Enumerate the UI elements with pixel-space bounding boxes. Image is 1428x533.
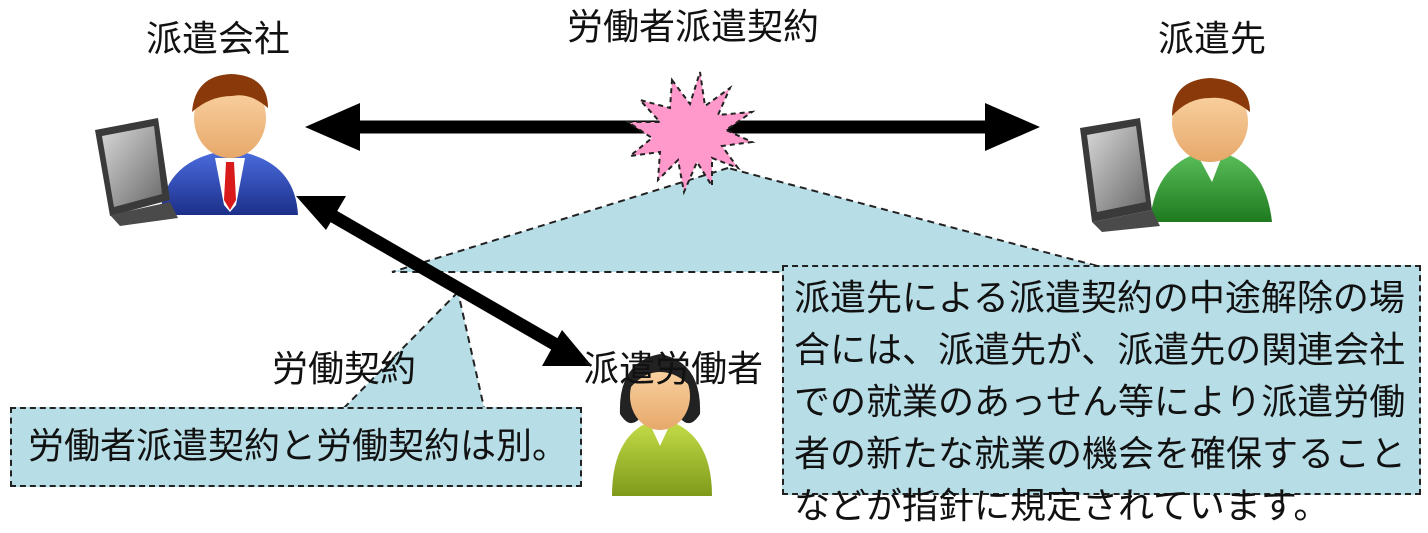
company-person-icon: [95, 74, 298, 226]
note-right-line: などが指針に規定されています。: [794, 486, 1330, 527]
label-dispatch-company: 派遣会社: [146, 19, 291, 60]
note-right-line: 者の新たな就業の機会を確保すること: [794, 434, 1407, 475]
label-dispatch-client: 派遣先: [1158, 19, 1267, 60]
label-worker-dispatch-contract: 労働者派遣契約: [567, 7, 820, 48]
note-right-guideline: 派遣先による派遣契約の中途解除の場 合には、派遣先が、派遣先の関連会社 での就業…: [782, 265, 1421, 527]
right-callout-tail: [391, 166, 1121, 273]
labor-contract-double-arrow: [296, 196, 592, 366]
label-labor-contract: 労働契約: [272, 349, 417, 390]
client-person-icon: [1080, 78, 1272, 232]
note-left-separate-contracts: 労働者派遣契約と労働契約は別。: [10, 407, 582, 487]
note-right-line: 派遣先による派遣契約の中途解除の場: [794, 278, 1405, 319]
worker-person-icon: [612, 354, 712, 496]
label-dispatched-worker: 派遣労働者: [583, 349, 764, 390]
note-right-line: 合には、派遣先が、派遣先の関連会社: [794, 330, 1406, 371]
starburst-icon: [624, 71, 756, 196]
diagram-canvas: [95, 71, 1272, 496]
note-right-line: での就業のあっせん等により派遣労働: [794, 382, 1406, 423]
